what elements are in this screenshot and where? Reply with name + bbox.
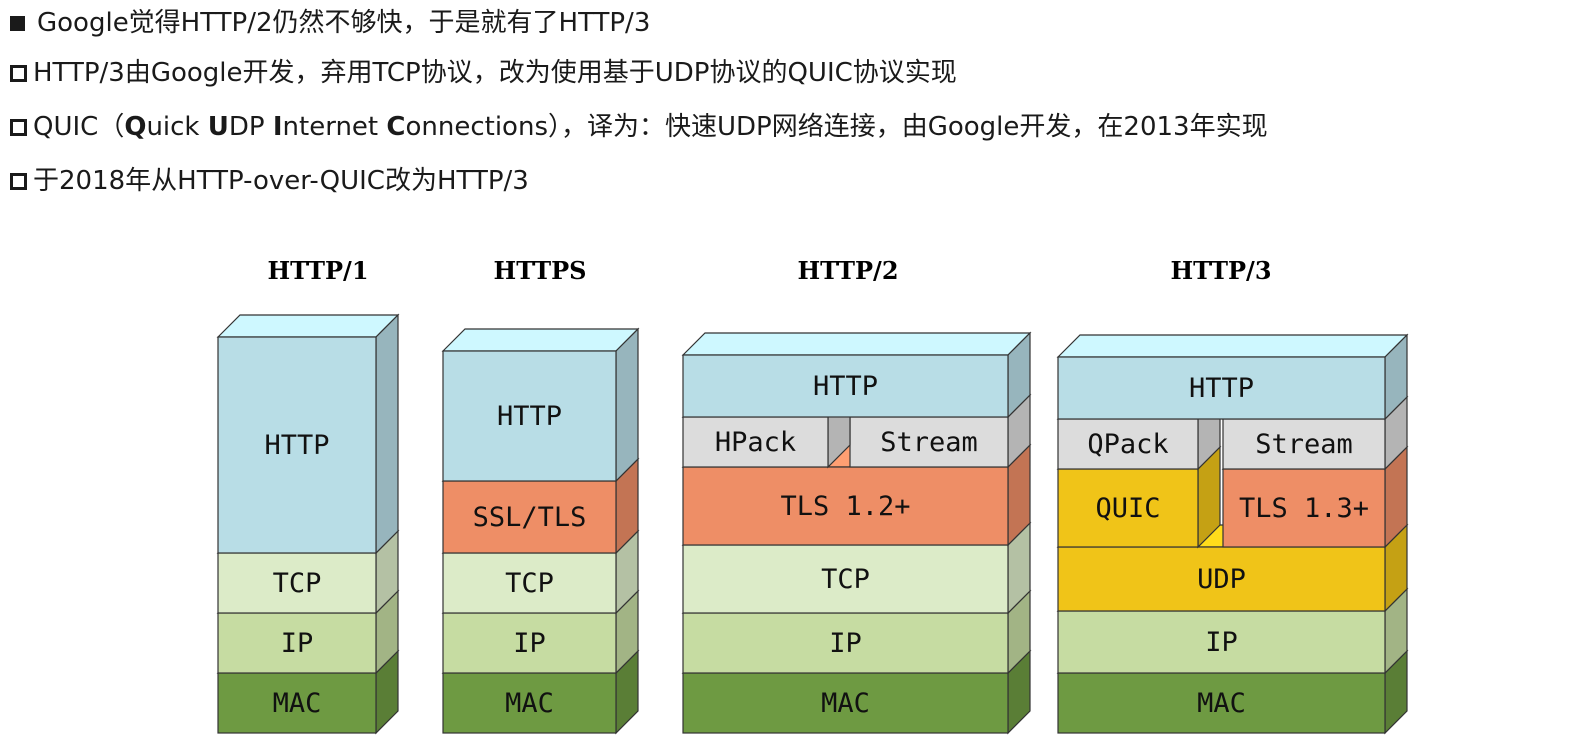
layer-http: HTTP bbox=[1056, 333, 1409, 421]
layer-front-face bbox=[1057, 356, 1386, 420]
layer-front-face bbox=[682, 354, 1009, 418]
layer-front-face bbox=[442, 672, 617, 734]
column-title: HTTP/2 bbox=[797, 256, 898, 285]
bullet-item: 于2018年从HTTP-over-QUIC改为HTTP/3 bbox=[10, 162, 529, 200]
bullet-text: HTTP/3由Google开发，弃用TCP协议，改为使用基于UDP协议的QUIC… bbox=[33, 58, 957, 88]
layer-label: TCP bbox=[821, 564, 870, 595]
layer-label: MAC bbox=[1197, 688, 1246, 719]
layer-label: UDP bbox=[1197, 564, 1246, 595]
layer-label: MAC bbox=[821, 688, 870, 719]
layer-front-face bbox=[217, 672, 377, 734]
layer-front-face bbox=[682, 612, 1009, 674]
layer-label: HTTP bbox=[497, 401, 562, 432]
layer-top-face bbox=[216, 314, 400, 338]
layer-label: Stream bbox=[880, 427, 978, 458]
filled-square-bullet-icon bbox=[10, 15, 25, 31]
layer-label: TCP bbox=[505, 568, 554, 599]
bullet-item: HTTP/3由Google开发，弃用TCP协议，改为使用基于UDP协议的QUIC… bbox=[10, 54, 957, 92]
layer-label: QUIC bbox=[1095, 493, 1160, 524]
layer-label: IP bbox=[1205, 627, 1238, 658]
layer-front-face bbox=[1222, 468, 1386, 548]
layer-label: TCP bbox=[273, 568, 322, 599]
layer-front-face bbox=[217, 552, 377, 614]
layer-top-face bbox=[441, 328, 640, 352]
layer-front-face bbox=[1057, 418, 1199, 470]
layer-label: MAC bbox=[273, 688, 322, 719]
layer-front-face bbox=[442, 612, 617, 674]
column-title: HTTP/3 bbox=[1170, 256, 1271, 285]
layer-front-face bbox=[682, 544, 1009, 614]
column-title: HTTP/1 bbox=[267, 256, 368, 285]
layer-label: SSL/TLS bbox=[473, 502, 587, 533]
hollow-square-bullet-icon bbox=[10, 172, 27, 190]
layer-label: HPack bbox=[715, 427, 796, 458]
layer-label: Stream bbox=[1255, 429, 1353, 460]
layer-label: IP bbox=[281, 628, 314, 659]
bullet-item: Google觉得HTTP/2仍然不够快，于是就有了HTTP/3 bbox=[10, 4, 650, 42]
layer-side-face bbox=[615, 327, 639, 483]
layer-front-face bbox=[442, 480, 617, 554]
layer-label: HTTP bbox=[264, 430, 329, 461]
layer-side-face bbox=[375, 313, 399, 555]
layer-front-face bbox=[217, 336, 377, 554]
layer-front-face bbox=[1057, 546, 1386, 612]
layer-label: IP bbox=[513, 628, 546, 659]
layer-front-face bbox=[682, 466, 1009, 546]
stack-column-https: HTTPS MAC IP TCP SSL/TLS HTTP bbox=[441, 256, 640, 735]
layer-http: HTTP bbox=[681, 331, 1032, 419]
layer-label: HTTP bbox=[813, 371, 878, 402]
layer-front-face bbox=[217, 612, 377, 674]
layer-front-face bbox=[1057, 610, 1386, 674]
hollow-square-bullet-icon bbox=[10, 64, 27, 82]
layer-label: MAC bbox=[505, 688, 554, 719]
layer-label: TLS 1.2+ bbox=[780, 491, 910, 522]
layer-label: TLS 1.3+ bbox=[1239, 493, 1369, 524]
layer-label: QPack bbox=[1087, 429, 1168, 460]
column-title: HTTPS bbox=[494, 256, 587, 285]
hollow-square-bullet-icon bbox=[10, 118, 27, 136]
layer-front-face bbox=[442, 350, 617, 482]
layer-front-face bbox=[442, 552, 617, 614]
layer-http: HTTP bbox=[216, 313, 400, 555]
layer-top-face bbox=[681, 332, 1032, 356]
layer-front-face bbox=[682, 672, 1009, 734]
layer-label: HTTP bbox=[1189, 373, 1254, 404]
bullet-text: QUIC（Quick UDP Internet Connections），译为：… bbox=[33, 112, 1268, 142]
layer-label: IP bbox=[829, 628, 862, 659]
layer-front-face bbox=[849, 416, 1009, 468]
bullet-text: 于2018年从HTTP-over-QUIC改为HTTP/3 bbox=[33, 166, 529, 196]
layer-http: HTTP bbox=[441, 327, 640, 483]
layer-top-face bbox=[1056, 334, 1409, 358]
bullet-text: Google觉得HTTP/2仍然不够快，于是就有了HTTP/3 bbox=[37, 8, 651, 38]
layer-front-face bbox=[1222, 418, 1386, 470]
bullet-item: QUIC（Quick UDP Internet Connections），译为：… bbox=[10, 108, 1268, 146]
layer-front-face bbox=[1057, 468, 1199, 548]
